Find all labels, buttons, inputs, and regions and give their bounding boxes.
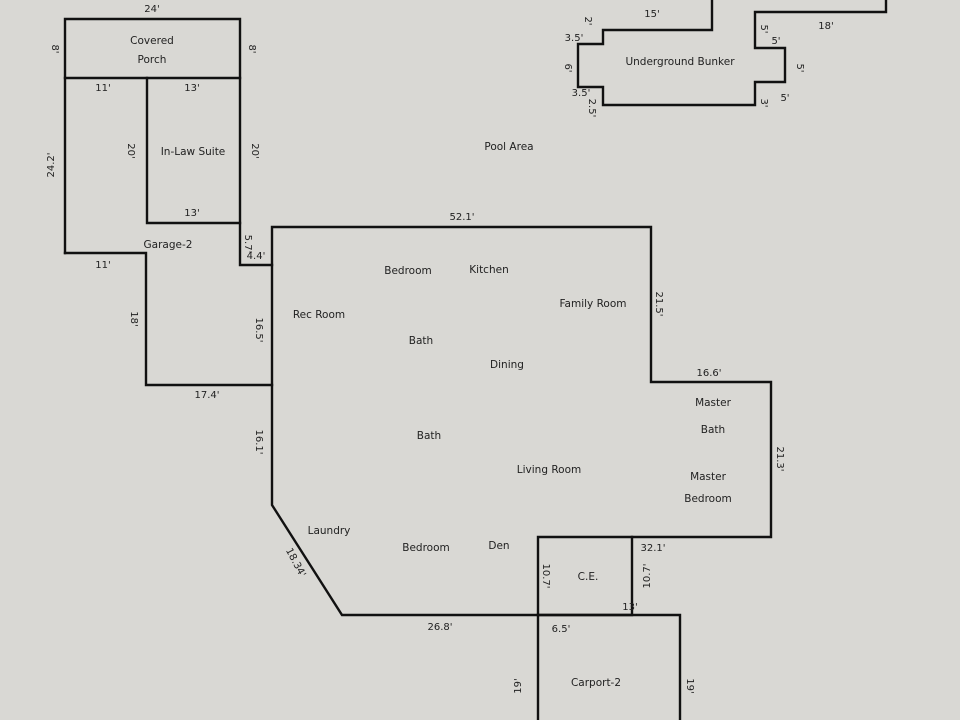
dimension-label: 11'	[95, 260, 110, 271]
porch-walls	[63, 17, 274, 267]
dimension-label: 16.1'	[253, 429, 264, 454]
dimension-label: 32.1'	[640, 543, 665, 554]
room-label: Family Room	[559, 298, 626, 310]
dimension-label: 13'	[184, 83, 199, 94]
room-label: Dining	[490, 359, 524, 371]
dimension-label: 18'	[818, 21, 833, 32]
room-label: Rec Room	[293, 309, 345, 321]
dimension-label: 17.4'	[194, 390, 219, 401]
dimension-label: 18.34'	[283, 546, 307, 579]
dimension-label: 16.5'	[253, 317, 264, 342]
dimension-label: 10.7'	[642, 563, 653, 588]
room-label: Bath	[409, 335, 433, 347]
dimension-label: 3'	[758, 98, 769, 107]
dimension-label: 8'	[246, 44, 257, 53]
dimension-label: 2.5'	[586, 99, 597, 118]
room-label: Pool Area	[484, 141, 533, 153]
dimension-label: 8'	[49, 44, 60, 53]
room-labels: Covered Porch In-Law Suite Garage-2 Pool…	[130, 35, 735, 689]
room-label: Bedroom	[384, 265, 432, 277]
bunker-walls	[576, 0, 888, 107]
inlaw-walls	[145, 76, 242, 225]
room-label: Carport-2	[571, 677, 621, 689]
dimension-label: 19'	[513, 678, 524, 693]
dimension-label: 5'	[794, 63, 805, 72]
dimension-label: 3.5'	[565, 33, 584, 44]
room-label: Underground Bunker	[625, 56, 735, 68]
room-label: Bedroom	[402, 542, 450, 554]
room-label: Bath	[417, 430, 441, 442]
dimension-label: 18'	[128, 311, 139, 326]
dimension-label: 21.5'	[653, 291, 664, 316]
main-house-walls	[270, 225, 773, 617]
room-label: Bath	[701, 424, 725, 436]
room-label: In-Law Suite	[161, 146, 226, 158]
room-label: Den	[488, 540, 509, 552]
dimension-label: 5'	[758, 24, 769, 33]
room-label: Living Room	[517, 464, 581, 476]
room-label: Covered	[130, 35, 174, 47]
dimension-label: 16.6'	[696, 368, 721, 379]
dimension-labels: 24' 8' 8' 11' 13' 20' 20' 13' 24.2' 11' …	[46, 4, 834, 694]
dimension-label: 20'	[125, 143, 136, 158]
dimension-label: 10.7'	[540, 563, 551, 588]
dimension-label: 26.8'	[427, 622, 452, 633]
dimension-label: 11'	[95, 83, 110, 94]
dimension-label: 5'	[780, 93, 789, 104]
room-label: Garage-2	[144, 239, 193, 251]
garage-walls	[63, 251, 274, 387]
room-label: Laundry	[308, 525, 351, 537]
room-label: Master	[695, 397, 732, 409]
dimension-label: 5.7'	[242, 235, 253, 254]
dimension-label: 6.5'	[552, 624, 571, 635]
carport-right-wall	[536, 613, 682, 720]
dimension-label: 15'	[644, 9, 659, 20]
dimension-label: 13'	[622, 602, 637, 613]
dimension-label: 24'	[144, 4, 159, 15]
dimension-label: 20'	[249, 143, 260, 158]
dimension-label: 2'	[582, 16, 593, 25]
room-label: Master	[690, 471, 727, 483]
dimension-label: 4.4'	[247, 251, 266, 262]
room-label: Porch	[138, 54, 167, 66]
dimension-label: 21.3'	[774, 446, 785, 471]
room-label: Kitchen	[469, 264, 508, 276]
dimension-label: 6'	[562, 63, 573, 72]
walls	[63, 0, 888, 720]
dimension-label: 5'	[771, 36, 780, 47]
dimension-label: 13'	[184, 208, 199, 219]
room-label: C.E.	[578, 571, 599, 583]
dimension-label: 3.5'	[572, 88, 591, 99]
dimension-label: 24.2'	[46, 152, 57, 177]
dimension-label: 52.1'	[449, 212, 474, 223]
room-label: Bedroom	[684, 493, 732, 505]
dimension-label: 19'	[684, 678, 695, 693]
